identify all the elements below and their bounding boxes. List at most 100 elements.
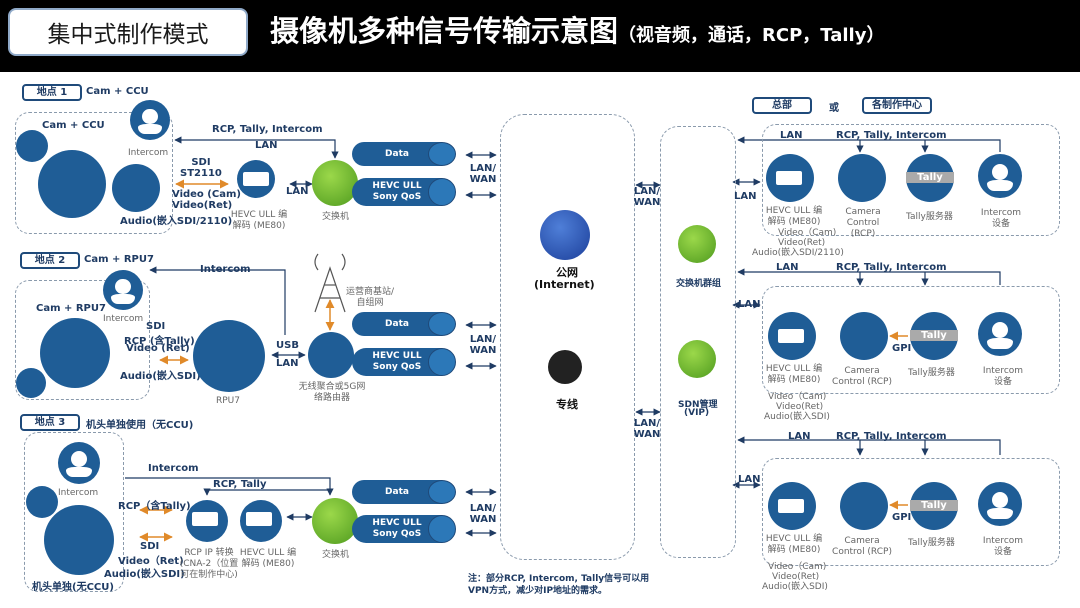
codec-icon [768, 482, 816, 530]
hq2-gpi: GPI [892, 343, 912, 354]
site1-data-pill: Data [352, 142, 442, 166]
site3-tag: 地点 3 [20, 414, 80, 431]
microphone-icon [16, 130, 48, 162]
codec-icon [766, 154, 814, 202]
site3-hevc2: Sony QoS [372, 529, 422, 539]
page-title: 摄像机多种信号传输示意图（视音频，通话，RCP，Tally） [270, 8, 884, 50]
site1-switch-label: 交换机 [322, 212, 350, 222]
hq3-audio: Audio(嵌入SDI) [762, 582, 828, 592]
hq-row-1 [762, 124, 1060, 236]
hq2-video-ret: Video(Ret) [776, 402, 824, 412]
title-sub: （视音频，通话，RCP，Tally） [618, 25, 885, 46]
site2-video-ret: Video (Ret) [126, 343, 190, 354]
intercom-icon [978, 154, 1022, 198]
site1-tag: 地点 1 [22, 84, 82, 101]
hq1-codec-label: HEVC ULL 编解码 (ME80) [765, 206, 823, 227]
site2-lanwan: LAN/ WAN [469, 334, 497, 356]
site3-data-pill: Data [352, 480, 442, 504]
sdn-icon [678, 340, 716, 378]
hq3-tally: Tally [910, 500, 958, 511]
site2-data-end [428, 312, 456, 336]
site3-group [24, 432, 124, 592]
site3-video-ret: Video（Ret) [118, 556, 184, 567]
intercom-icon [130, 100, 170, 140]
hq2-video: Video（Cam) [768, 392, 827, 402]
hq-row-3 [762, 458, 1060, 566]
site1-caption: Cam + CCU [86, 86, 149, 97]
site3-hevc1: HEVC ULL [372, 518, 422, 528]
title-main: 摄像机多种信号传输示意图 [270, 14, 619, 48]
hq3-tally-srv: Tally服务器 [908, 538, 955, 548]
hq2-lan-top: LAN [776, 262, 799, 273]
hq1-audio: Audio(嵌入SDI/2110) [752, 248, 844, 258]
site1-video-cam: Video (Cam) [172, 189, 241, 200]
tower-icon [314, 253, 346, 313]
hq3-video-ret: Video(Ret) [772, 572, 820, 582]
hq2-lan: LAN [738, 299, 761, 310]
site3-audio: Audio(嵌入SDI) [104, 569, 185, 580]
microphone-icon [16, 368, 46, 398]
site1-codec-label: HEVC ULL 编解码 (ME80) [230, 210, 288, 231]
site2-hevc-end [428, 348, 456, 376]
hq2-codec-label: HEVC ULL 编解码 (ME80) [765, 364, 823, 385]
site3-cam-label: 机头单独(无CCU) [32, 582, 114, 593]
network-cloud [500, 114, 635, 560]
hq1-tally-srv: Tally服务器 [906, 212, 953, 222]
site2-audio: Audio(嵌入SDI) [120, 371, 201, 382]
site3-lanwan: LAN/ WAN [469, 503, 497, 525]
hq2-intercom-dev: Intercom设备 [982, 366, 1024, 387]
switch-cluster-label: 交换机群组 [676, 279, 722, 289]
codec-icon [240, 500, 282, 542]
site2-tower-label: 运营商基站/自组网 [345, 287, 395, 308]
hq1-line: RCP, Tally, Intercom [836, 130, 947, 141]
switch-icon [312, 160, 358, 206]
site3-codec-label: HEVC ULL 编解码 (ME80) [239, 548, 297, 569]
intercom-icon [58, 442, 100, 484]
rcp-icon [840, 482, 888, 530]
hq3-rcp-label: Camera Control (RCP) [832, 536, 892, 557]
site1-video: Video (Cam)Video(Ret) [172, 189, 241, 211]
hq3-line: RCP, Tally, Intercom [836, 431, 947, 442]
camera-icon [40, 318, 110, 388]
hq1-intercom-dev: Intercom设备 [980, 208, 1022, 229]
site2-router-label: 无线聚合或5G网络路由器 [298, 382, 366, 403]
site2-cam-label: Cam + RPU7 [36, 303, 106, 314]
site2-rcp: RCP (含Tally) [124, 336, 195, 347]
hq3-lan-top: LAN [788, 431, 811, 442]
mode-label: 集中式制作模式 [8, 8, 248, 56]
site1-cam-label: Cam + CCU [42, 120, 105, 131]
site3-intercom-label: Intercom [58, 488, 99, 498]
site1-audio: Audio(嵌入SDI/2110) [120, 216, 233, 227]
site2-intercom-line: Intercom [200, 264, 251, 275]
intercom-icon [103, 270, 143, 310]
hq2-audio: Audio(嵌入SDI) [764, 412, 830, 422]
site2-caption: Cam + RPU7 [84, 254, 154, 265]
site3-switch-label: 交换机 [322, 550, 350, 560]
intercom-icon [978, 482, 1022, 526]
hq3-video: Video（Cam) [768, 562, 827, 572]
hq1-lan: LAN [734, 191, 757, 202]
site2-lan: LAN [276, 358, 299, 369]
intercom-icon [978, 312, 1022, 356]
site3-hevc-end [428, 515, 456, 543]
cloud-lanwan-1: LAN/ WAN [633, 186, 661, 208]
site1-lanwan: LAN/ WAN [469, 163, 497, 185]
site1-hevc2: Sony QoS [372, 192, 422, 202]
site1-hevc1: HEVC ULL [372, 181, 422, 191]
hq2-rcp-label: Camera Control (RCP) [832, 366, 892, 387]
rcp-icon [840, 312, 888, 360]
rcp-icon [838, 154, 886, 202]
camera-icon [44, 505, 114, 575]
site1-sdi-text: SDI [191, 157, 211, 168]
hq3-codec-label: HEVC ULL 编解码 (ME80) [765, 534, 823, 555]
site1-st2110: ST2110 [180, 168, 222, 179]
hq-tag: 总部 [752, 97, 812, 114]
internet-label: 公网 [556, 266, 578, 279]
hq1-video: Video（Cam) [778, 228, 837, 238]
site3-rcp: RCP（含Tally) [118, 501, 191, 512]
microphone-icon [26, 486, 58, 518]
site2-tag: 地点 2 [20, 252, 80, 269]
switch-cluster-icon [678, 225, 716, 263]
